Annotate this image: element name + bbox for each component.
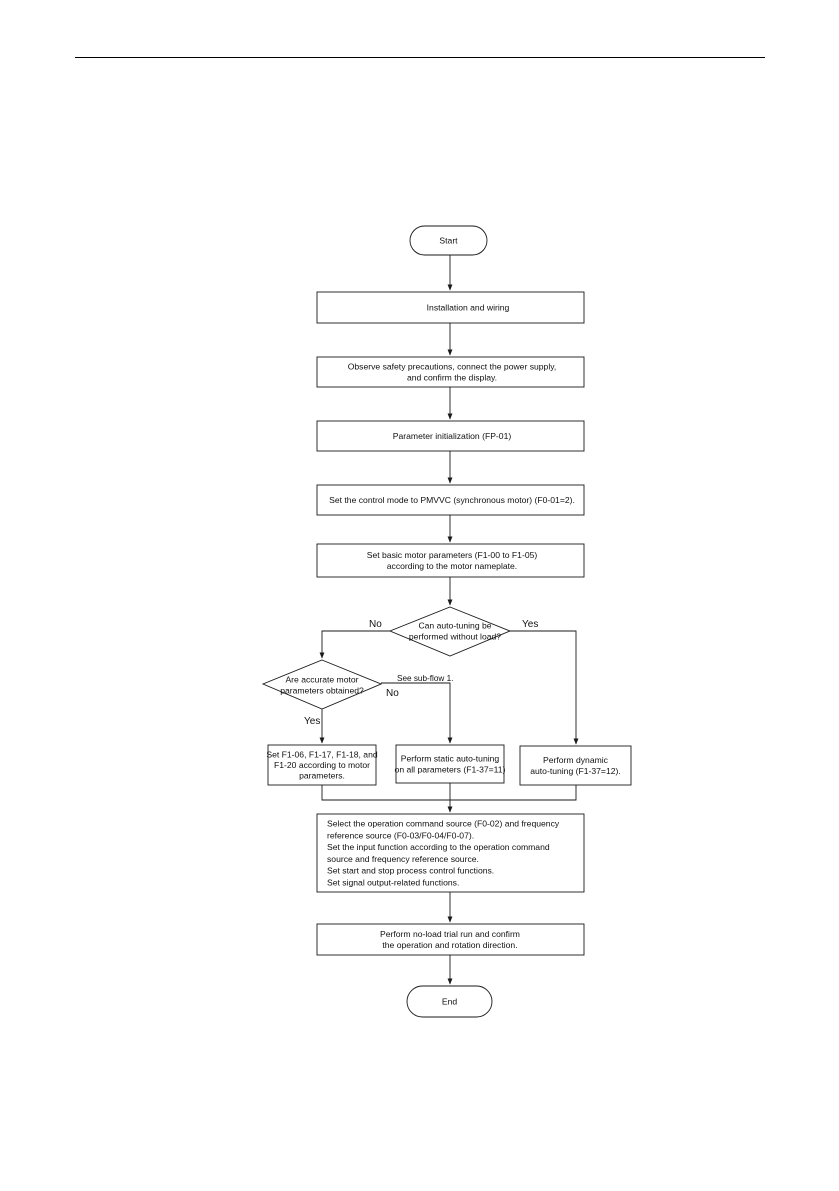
edge-autodecision-yes (510, 630, 579, 745)
node-text-line: Installation and wiring (427, 303, 510, 313)
node-text-line: Set F1-06, F1-17, F1-18, and (266, 749, 378, 759)
node-text-line: source and frequency reference source. (327, 854, 479, 864)
node-param-init: Parameter initialization (FP-01) (316, 420, 585, 452)
node-text-line: auto-tuning (F1-37=12). (530, 766, 621, 776)
node-start: Start (409, 225, 488, 256)
label-no-accurate: No (386, 688, 399, 699)
label-no-autotuning: No (369, 619, 382, 630)
label-yes-accurate: Yes (304, 716, 320, 727)
node-text-line: Set the control mode to PMVVC (synchrono… (329, 495, 575, 505)
edges (319, 255, 579, 985)
node-select-source: Select the operation command source (F0-… (316, 813, 585, 893)
node-text-param-init: Parameter initialization (FP-01) (393, 431, 512, 441)
node-text-line: Perform static auto-tuning (401, 754, 500, 764)
node-text-line: Parameter initialization (FP-01) (393, 431, 512, 441)
label-yes-autotuning: Yes (522, 619, 538, 630)
node-text-line: Set signal output-related functions. (327, 878, 459, 888)
node-safety: Observe safety precautions, connect the … (316, 356, 585, 388)
node-text-end: End (442, 997, 458, 1007)
node-basic-params: Set basic motor parameters (F1-00 to F1-… (316, 543, 585, 578)
label-sub-flow: See sub-flow 1. (397, 674, 453, 683)
node-text-line: according to the motor nameplate. (387, 561, 517, 571)
node-text-select-source: Select the operation command source (F0-… (327, 819, 560, 888)
node-text-line: Observe safety precautions, connect the … (348, 362, 557, 372)
node-text-line: Perform dynamic (543, 755, 609, 765)
node-text-start: Start (439, 236, 458, 246)
node-text-line: Perform no-load trial run and confirm (380, 929, 520, 939)
edge-accurate-no (381, 682, 453, 744)
node-text-line: the operation and rotation direction. (382, 940, 517, 950)
node-text-line: Are accurate motor (285, 675, 358, 685)
node-text-line: reference source (F0-03/F0-04/F0-07). (327, 830, 474, 840)
node-text-line: Can auto-tuning be (418, 621, 491, 631)
node-text-line: Set start and stop process control funct… (327, 866, 494, 876)
node-text-basic-params: Set basic motor parameters (F1-00 to F1-… (367, 550, 538, 571)
edge-autodecision-no (319, 630, 390, 659)
node-text-line: Start (439, 236, 458, 246)
node-install: Installation and wiring (316, 291, 585, 324)
edge-setf1-merge (321, 785, 577, 801)
node-text-install: Installation and wiring (427, 303, 510, 313)
node-text-line: performed without load? (409, 631, 501, 641)
node-text-line: and confirm the display. (407, 372, 497, 382)
node-text-control-mode: Set the control mode to PMVVC (synchrono… (329, 495, 575, 505)
node-text-line: parameters. (299, 771, 345, 781)
node-text-line: on all parameters (F1-37=11) (395, 764, 506, 774)
node-text-safety: Observe safety precautions, connect the … (348, 362, 557, 383)
node-control-mode: Set the control mode to PMVVC (synchrono… (316, 484, 585, 516)
node-text-line: parameters obtained? (280, 685, 364, 695)
header-rule (75, 57, 765, 58)
node-text-line: Select the operation command source (F0-… (327, 819, 560, 829)
node-text-line: Set basic motor parameters (F1-00 to F1-… (367, 550, 538, 560)
node-end: End (406, 985, 493, 1018)
node-text-line: F1-20 according to motor (274, 760, 370, 770)
node-text-line: Set the input function according to the … (327, 842, 550, 852)
node-text-line: End (442, 997, 458, 1007)
